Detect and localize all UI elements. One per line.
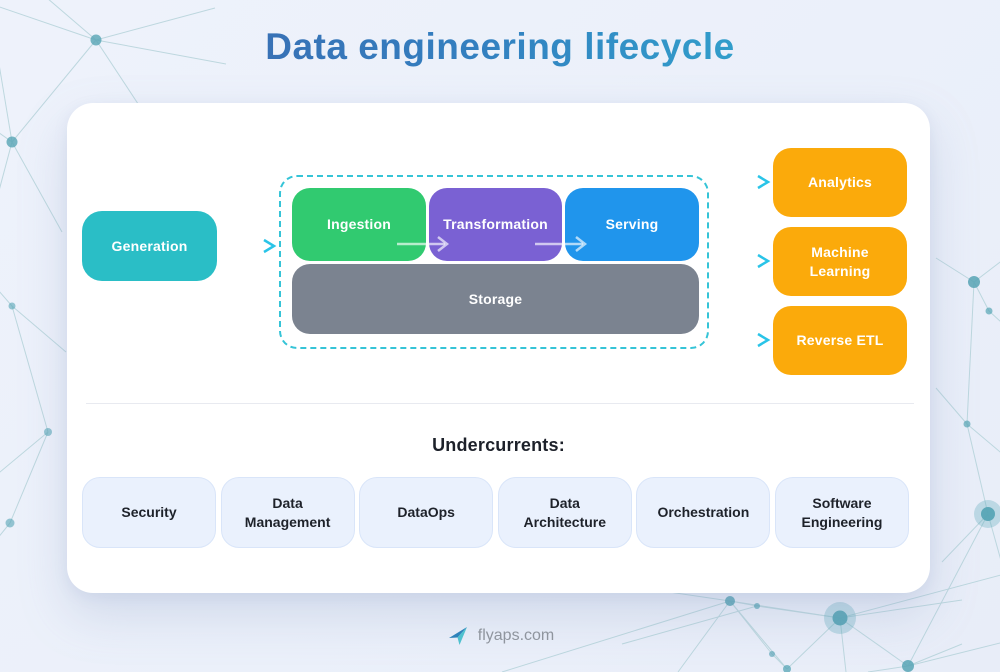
footer-brand-text: flyaps.com xyxy=(477,627,555,644)
undercurrents-row: Security Data Management DataOps Data Ar… xyxy=(82,477,909,548)
right-arrow-icon xyxy=(397,236,450,252)
dotted-right-arrow-icon xyxy=(712,253,771,269)
undercurrents-heading: Undercurrents: xyxy=(432,435,565,455)
ingestion-box: Ingestion xyxy=(292,188,426,261)
right-arrow-icon xyxy=(535,236,588,252)
dotted-right-arrow-icon xyxy=(217,238,277,254)
pipeline-dashed-zone xyxy=(279,175,709,349)
reverse-etl-box: Reverse ETL xyxy=(773,306,907,375)
section-divider xyxy=(86,403,914,404)
undercurrent-orchestration: Orchestration xyxy=(636,477,771,548)
undercurrent-software-engineering: Software Engineering xyxy=(774,477,909,548)
generation-box: Generation xyxy=(82,211,217,281)
footer-brand: flyaps.com xyxy=(0,624,1000,648)
machine-learning-box: Machine Learning xyxy=(773,227,907,296)
dotted-right-arrow-icon xyxy=(712,174,771,190)
undercurrent-dataops: DataOps xyxy=(359,477,494,548)
undercurrent-data-management: Data Management xyxy=(220,477,355,548)
paper-plane-icon xyxy=(448,627,467,645)
serving-box: Serving xyxy=(565,188,699,261)
dotted-right-arrow-icon xyxy=(712,332,771,348)
storage-box: Storage xyxy=(292,264,699,334)
transformation-box: Transformation xyxy=(429,188,562,261)
analytics-box: Analytics xyxy=(773,148,907,217)
diagram-card: Generation Ingestion Transformation Serv… xyxy=(67,103,930,593)
undercurrent-data-architecture: Data Architecture xyxy=(497,477,632,548)
undercurrent-security: Security xyxy=(82,477,216,548)
page-title: Data engineering lifecycle xyxy=(0,26,1000,68)
